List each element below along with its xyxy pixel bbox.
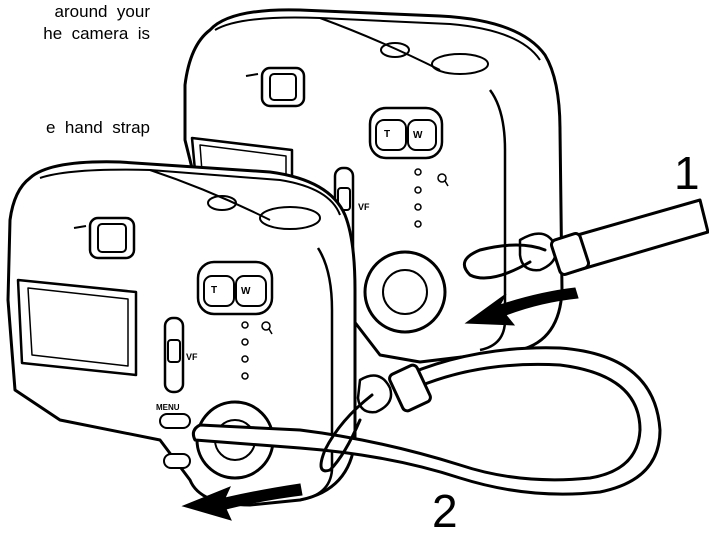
- instruction-line-2: he camera is: [43, 24, 150, 43]
- step-number-1: 1: [674, 147, 700, 199]
- mode-vf-label-front: VF: [186, 352, 198, 362]
- zoom-wide-label-front: W: [241, 286, 251, 297]
- instruction-line-3: e hand strap: [46, 118, 150, 137]
- camera-front: [6, 160, 393, 507]
- mode-vf-label-back: VF: [358, 202, 370, 212]
- zoom-tele-label-front: T: [211, 285, 217, 296]
- step-number-2: 2: [432, 485, 458, 537]
- hand-straps: [191, 198, 709, 496]
- instruction-line-1: around your: [54, 2, 150, 21]
- zoom-tele-label-back: T: [384, 129, 390, 140]
- zoom-wide-label-back: W: [413, 130, 423, 141]
- direction-arrows: [181, 287, 579, 521]
- menu-label: MENU: [156, 403, 180, 412]
